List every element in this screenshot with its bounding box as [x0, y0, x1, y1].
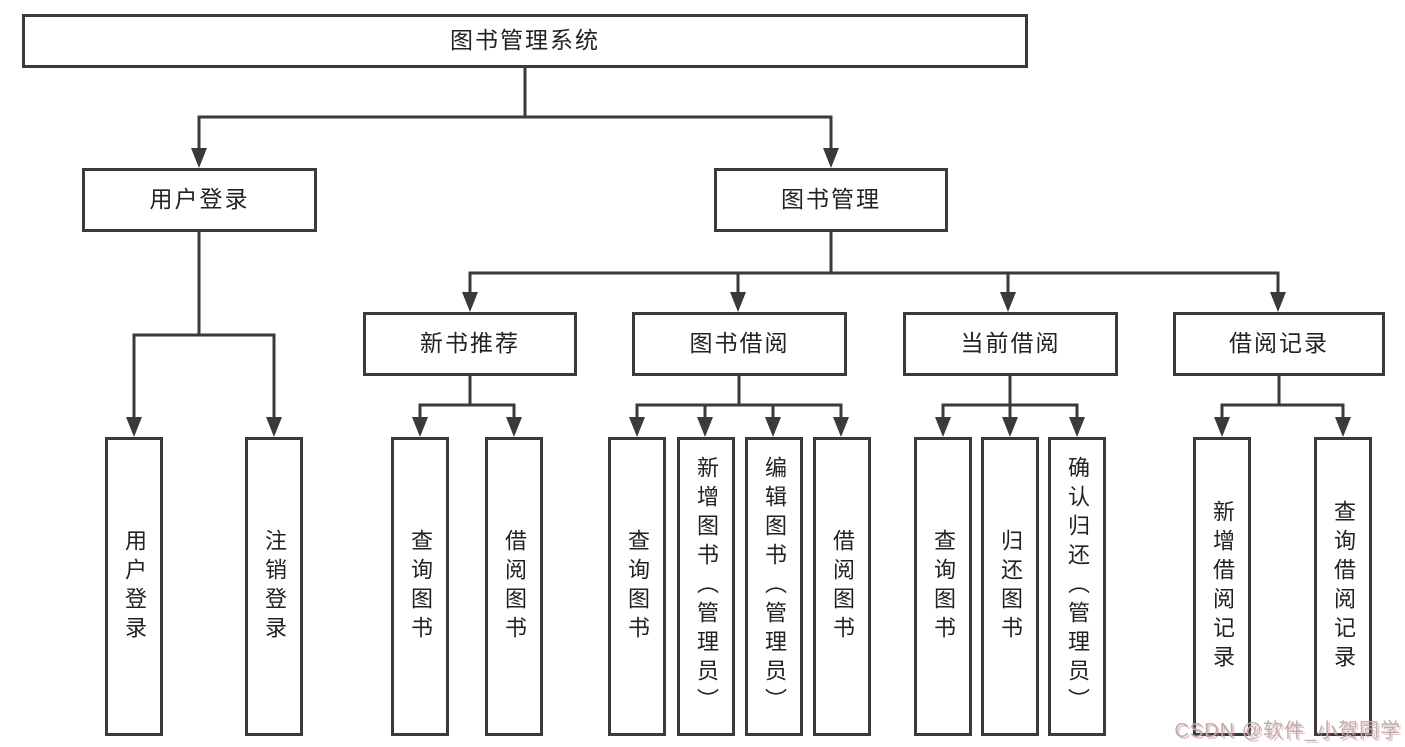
node-label: 归还图书	[998, 528, 1023, 645]
node-label: 借阅图书	[502, 528, 527, 645]
node-label: 查询图书	[625, 528, 650, 645]
node-label: 新增图书（管理员）	[694, 456, 719, 717]
leaf-query-books-current: 查询图书	[914, 437, 972, 736]
tree-edges	[132, 68, 1345, 420]
node-label: 查询借阅记录	[1331, 499, 1356, 674]
node-label: 新增借阅记录	[1210, 499, 1235, 674]
node-label: 用户登录	[149, 186, 250, 213]
node-current-borrowing: 当前借阅	[903, 312, 1118, 376]
node-label: 当前借阅	[960, 330, 1061, 357]
leaf-add-book-admin: 新增图书（管理员）	[677, 437, 735, 736]
node-book-management: 图书管理	[714, 168, 948, 232]
node-label: 编辑图书（管理员）	[762, 456, 787, 717]
node-label: 查询图书	[931, 528, 956, 645]
leaf-query-books-recommend: 查询图书	[391, 437, 449, 736]
node-label: 注销登录	[262, 528, 287, 645]
node-user-login: 用户登录	[82, 168, 317, 232]
node-borrowing-records: 借阅记录	[1173, 312, 1385, 376]
leaf-confirm-return-admin: 确认归还（管理员）	[1048, 437, 1106, 736]
node-label: 用户登录	[122, 528, 147, 645]
node-library-management-system: 图书管理系统	[22, 14, 1028, 68]
arrowheads	[126, 148, 1351, 437]
node-label: 确认归还（管理员）	[1065, 456, 1090, 717]
node-label: 图书管理系统	[450, 27, 600, 54]
node-new-book-recommend: 新书推荐	[363, 312, 577, 376]
node-book-borrowing: 图书借阅	[632, 312, 847, 376]
leaf-logout: 注销登录	[245, 437, 303, 736]
leaf-query-books-borrowing: 查询图书	[608, 437, 666, 736]
node-label: 借阅图书	[830, 528, 855, 645]
node-label: 图书管理	[781, 186, 881, 213]
node-label: 新书推荐	[420, 330, 520, 357]
csdn-watermark: CSDN @软件_小贺同学	[1174, 720, 1401, 742]
leaf-user-login: 用户登录	[105, 437, 163, 736]
leaf-add-borrow-record: 新增借阅记录	[1193, 437, 1251, 736]
node-label: 借阅记录	[1229, 330, 1329, 357]
leaf-edit-book-admin: 编辑图书（管理员）	[745, 437, 803, 736]
leaf-query-borrow-record: 查询借阅记录	[1314, 437, 1372, 736]
leaf-borrow-books-borrowing: 借阅图书	[813, 437, 871, 736]
leaf-borrow-books-recommend: 借阅图书	[485, 437, 543, 736]
node-label: 图书借阅	[689, 330, 790, 357]
leaf-return-book: 归还图书	[981, 437, 1039, 736]
node-label: 查询图书	[408, 528, 433, 645]
